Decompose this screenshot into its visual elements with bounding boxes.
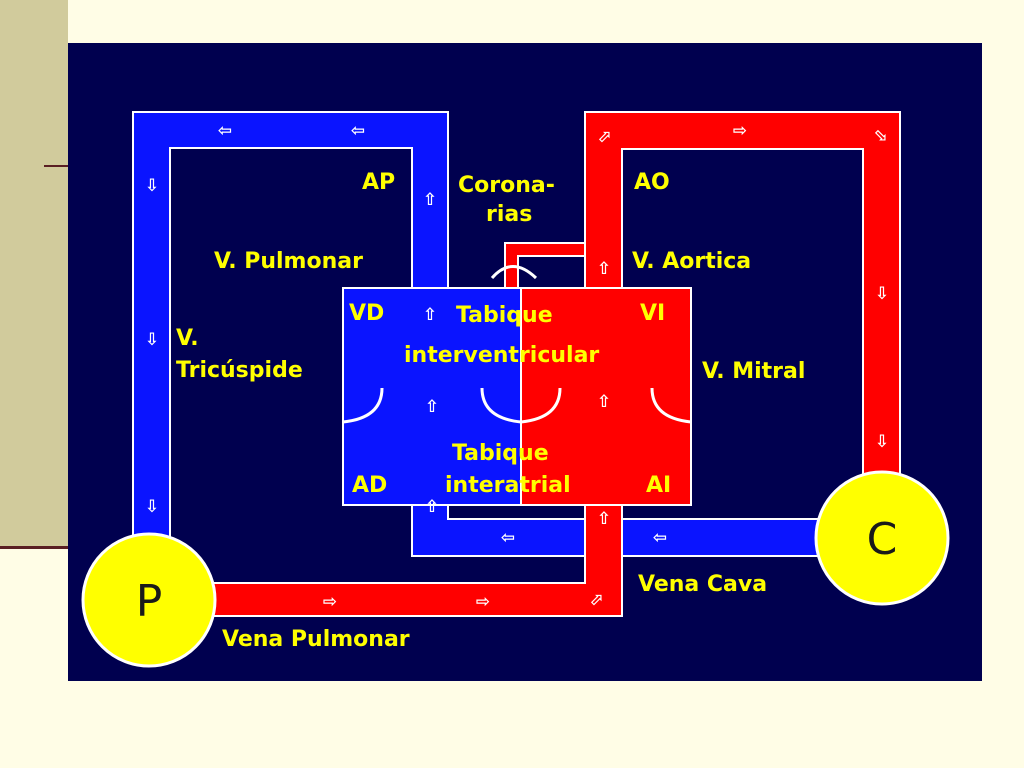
arrow-up-icon: ⇧	[597, 392, 611, 412]
tricuspid-valve-curve	[342, 387, 384, 424]
label-vd: VD	[349, 301, 384, 326]
right-heart	[342, 287, 522, 506]
node-c-circle	[814, 470, 950, 606]
label-tabique-interventricular: interventricular	[404, 343, 599, 368]
arrow-up-icon: ⇧	[597, 259, 611, 279]
label-tabique-1: Tabique	[456, 303, 553, 328]
label-ad: AD	[352, 473, 387, 498]
label-tabique-2: Tabique	[452, 441, 549, 466]
label-interatrial: interatrial	[445, 473, 571, 498]
arrow-right-icon: ⇨	[733, 121, 747, 141]
slide-decoration-panel	[0, 0, 68, 548]
node-p-circle	[81, 532, 217, 668]
heart	[342, 287, 692, 506]
label-coronarias-2: rias	[486, 202, 532, 227]
arrow-right-icon: ⇨	[323, 592, 337, 612]
arrow-up-icon: ⇧	[423, 190, 437, 210]
label-v-tricuspide-1: V.	[176, 326, 199, 351]
label-vi: VI	[640, 301, 665, 326]
label-v-pulmonar: V. Pulmonar	[214, 249, 363, 274]
flow-arrows: ⇦ ⇦ ⇩ ⇩ ⇩ ⇧ ⇧ ⇧ ⇧ ⬀ ⇨ ⬂ ⇩ ⇩ ⇧ ⇧ ⇧ ⇦ ⇦ ⇨ …	[145, 121, 889, 612]
valve-curves	[342, 265, 692, 424]
septum-valve-curve-right	[520, 387, 562, 424]
label-vena-cava: Vena Cava	[638, 572, 767, 597]
arrow-right-icon: ⇨	[476, 592, 490, 612]
label-ao: AO	[634, 170, 670, 195]
arrow-left-icon: ⇦	[351, 121, 365, 141]
node-c-label: C	[867, 514, 898, 565]
arrow-left-icon: ⇦	[501, 528, 515, 548]
septum-valve-curve-left	[480, 387, 522, 424]
arrow-down-icon: ⇩	[875, 432, 889, 452]
label-ai: AI	[646, 473, 671, 498]
label-vena-pulmonar: Vena Pulmonar	[222, 627, 410, 652]
label-v-aortica: V. Aortica	[632, 249, 751, 274]
mitral-valve-curve	[650, 387, 692, 424]
slide-decoration-tick	[44, 165, 70, 167]
label-v-tricuspide-2: Tricúspide	[176, 358, 303, 383]
arrow-up-icon: ⇧	[425, 497, 439, 517]
arrow-left-icon: ⇦	[653, 528, 667, 548]
arrow-upright-icon: ⬀	[589, 590, 603, 610]
arrow-down-icon: ⇩	[145, 176, 159, 196]
arrow-down-icon: ⇩	[145, 330, 159, 350]
label-ap: AP	[362, 170, 395, 195]
arrow-upright-icon: ⬀	[597, 127, 611, 147]
left-heart	[520, 287, 692, 506]
arrow-down-icon: ⇩	[145, 497, 159, 517]
arrow-up-icon: ⇧	[423, 305, 437, 325]
label-coronarias-1: Corona-	[458, 173, 555, 198]
arrow-up-icon: ⇧	[597, 509, 611, 529]
label-v-mitral: V. Mitral	[702, 359, 805, 384]
node-p-label: P	[136, 576, 163, 627]
arrow-up-icon: ⇧	[425, 397, 439, 417]
arrow-downright-icon: ⬂	[873, 125, 887, 145]
coronary-arrow-curve	[490, 265, 538, 280]
arrow-left-icon: ⇦	[218, 121, 232, 141]
labels: AP Corona- rias AO V. Pulmonar V. Aortic…	[176, 170, 805, 652]
arrow-down-icon: ⇩	[875, 284, 889, 304]
